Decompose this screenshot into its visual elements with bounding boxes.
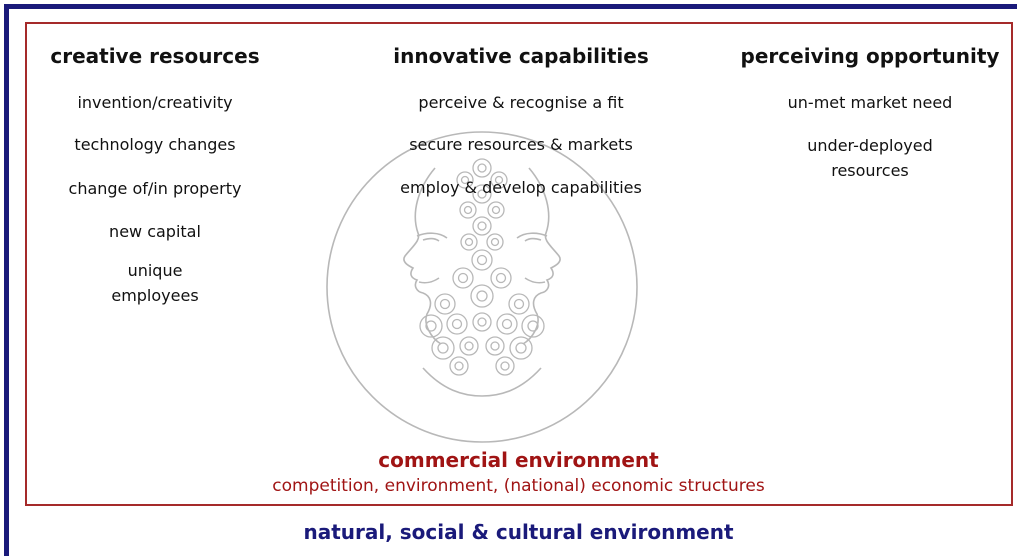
item-technology-changes: technology changes	[74, 135, 236, 154]
heading-creative-resources: creative resources	[50, 44, 260, 68]
item-invention-creativity: invention/creativity	[77, 93, 233, 112]
natural-environment-title: natural, social & cultural environment	[303, 520, 734, 544]
item-under-deployed: under-deployed	[807, 136, 933, 155]
item-employ-develop-capabilities: employ & develop capabilities	[400, 178, 642, 197]
item-unique: unique	[127, 261, 183, 280]
item-unmet-market-need: un-met market need	[787, 93, 953, 112]
commercial-environment-subtitle: competition, environment, (national) eco…	[272, 476, 765, 496]
heading-perceiving-opportunity: perceiving opportunity	[740, 44, 1000, 68]
commercial-environment-frame	[25, 22, 1013, 506]
heading-innovative-capabilities: innovative capabilities	[393, 44, 649, 68]
item-secure-resources-markets: secure resources & markets	[409, 135, 633, 154]
item-resources: resources	[831, 161, 909, 180]
item-perceive-recognise-fit: perceive & recognise a fit	[418, 93, 624, 112]
item-new-capital: new capital	[109, 222, 201, 241]
item-change-of-in-property: change of/in property	[68, 179, 242, 198]
natural-environment-frame	[4, 4, 1017, 556]
commercial-environment-title: commercial environment	[378, 448, 659, 472]
item-employees: employees	[111, 286, 199, 305]
janus-two-faced-head-icon	[326, 131, 638, 443]
